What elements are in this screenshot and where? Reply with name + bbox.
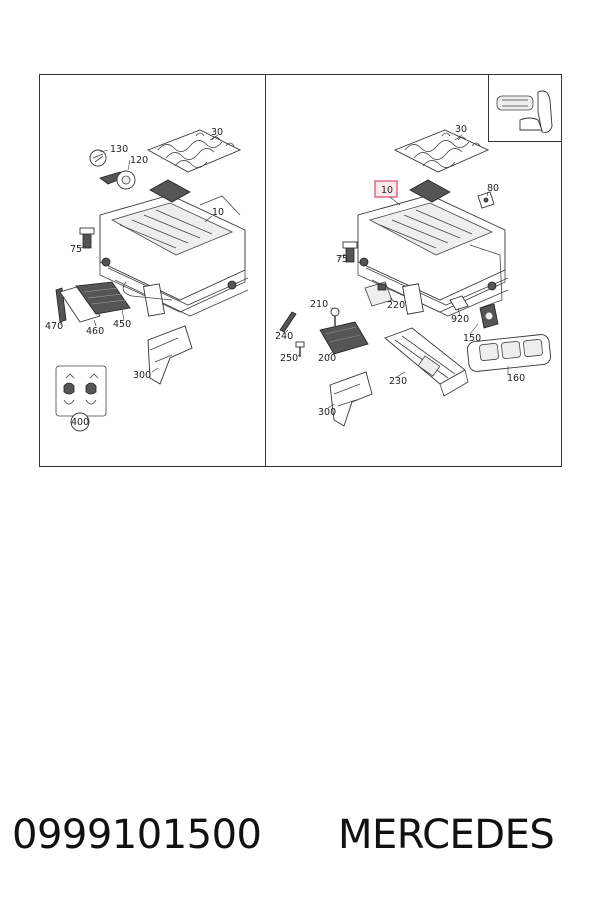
callout-300: 300 (133, 370, 151, 381)
part-120-lever[interactable] (99, 170, 136, 190)
part-30-spring-mat-right[interactable] (393, 129, 490, 173)
callout-10: 10 (212, 207, 224, 218)
part-160-switch-panel[interactable] (466, 334, 552, 372)
left-panel: 130 120 30 10 75 470 460 450 300 400 (45, 127, 249, 432)
part-130-clip[interactable] (89, 149, 107, 167)
part-75-bolt-right[interactable] (342, 241, 358, 263)
part-75-bolt[interactable] (79, 227, 95, 249)
part-300-bracket[interactable] (147, 325, 193, 385)
callout-470: 470 (45, 321, 63, 332)
diagram-frame (39, 74, 562, 467)
part-200-control-unit[interactable] (319, 321, 369, 355)
seat-overview-inset (488, 74, 562, 142)
brand-name: MERCEDES (338, 812, 555, 858)
callout-10-highlight-box[interactable] (374, 180, 398, 198)
callout-130: 130 (110, 144, 128, 155)
callout-80: 80 (487, 183, 499, 194)
part-300-bracket-right[interactable] (329, 371, 373, 427)
callout-160: 160 (507, 373, 525, 384)
callout-920: 920 (451, 314, 469, 325)
callout-250: 250 (280, 353, 298, 364)
product-caption: 0999101500 MERCEDES (0, 800, 600, 870)
part-450-panel[interactable] (75, 281, 131, 315)
part-230-rail[interactable] (384, 327, 469, 397)
part-10-seat-frame-right[interactable] (357, 179, 509, 317)
callout-120: 120 (130, 155, 148, 166)
callout-240: 240 (275, 331, 293, 342)
part-number: 0999101500 (12, 812, 262, 858)
callout-210: 210 (310, 299, 328, 310)
part-30-spring-mat[interactable] (146, 129, 242, 173)
callout-230: 230 (389, 376, 407, 387)
part-210-screw[interactable] (330, 307, 340, 326)
callout-300-right: 300 (318, 407, 336, 418)
part-240-strip[interactable] (279, 311, 297, 333)
callout-75-right: 75 (336, 254, 348, 265)
callout-400: 400 (71, 417, 89, 428)
part-220-connector[interactable] (364, 281, 393, 307)
right-panel: 30 10 80 75 210 220 240 250 200 920 150 … (275, 74, 562, 427)
callout-30: 30 (211, 127, 223, 138)
callout-150: 150 (463, 333, 481, 344)
callout-30-right: 30 (455, 124, 467, 135)
part-150-switch[interactable] (479, 303, 499, 329)
callout-10-right[interactable]: 10 (381, 185, 393, 196)
part-250-bolt[interactable] (295, 341, 305, 357)
callout-450: 450 (113, 319, 131, 330)
callout-200: 200 (318, 353, 336, 364)
part-460-cover[interactable] (59, 285, 101, 323)
part-10-seat-frame[interactable] (99, 179, 249, 317)
part-470-trim[interactable] (55, 287, 67, 323)
part-400-kit[interactable] (55, 365, 107, 432)
callout-460: 460 (86, 326, 104, 337)
part-920-block[interactable] (449, 295, 469, 311)
callout-75: 75 (70, 244, 82, 255)
callout-220: 220 (387, 300, 405, 311)
part-80-washer[interactable] (477, 191, 495, 209)
